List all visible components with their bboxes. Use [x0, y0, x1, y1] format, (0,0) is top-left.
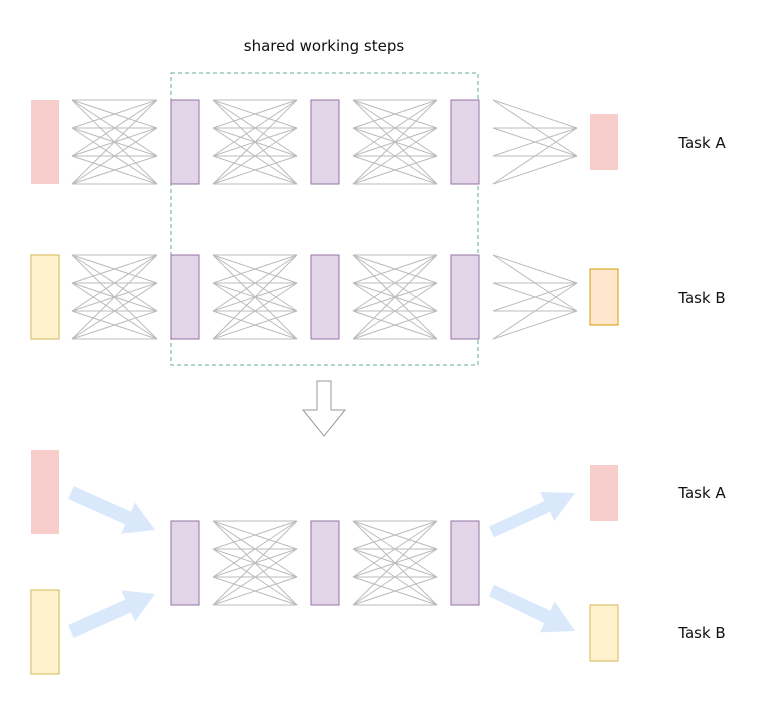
flow-arrow-task-b-in: [68, 590, 155, 638]
connection-line: [352, 576, 438, 606]
task-a-shared-step-1: [170, 99, 200, 185]
connection-line: [71, 155, 158, 185]
down-arrow-icon: [301, 380, 347, 437]
connection-line: [352, 282, 438, 340]
connection-line: [492, 282, 578, 340]
task-a-input-connections: [71, 99, 158, 185]
connection-line: [492, 155, 578, 185]
top-task-a-label: Task A: [677, 134, 726, 152]
merged-task-a-output-block: [590, 465, 618, 521]
task-a-shared-step-2: [310, 99, 340, 185]
connection-line: [71, 99, 158, 129]
connection-line: [492, 99, 578, 129]
merged-shared-step-1: [170, 520, 200, 606]
bottom-task-b-label: Task B: [677, 624, 725, 642]
connection-line: [212, 520, 298, 578]
task-b-output-connections: [492, 254, 578, 340]
flow-arrow-task-b-out: [488, 584, 575, 633]
connection-line: [212, 310, 298, 340]
connection-line: [352, 520, 438, 578]
merged-shared-step-3: [450, 520, 480, 606]
task-a-output-block: [590, 114, 618, 170]
connection-line: [212, 155, 298, 185]
connection-lines: [71, 99, 578, 606]
connection-line: [352, 99, 438, 185]
task-a-shared-connections-1: [212, 99, 298, 185]
task-b-input-connections: [71, 254, 158, 340]
connection-line: [352, 254, 438, 284]
flow-arrow-task-a-out: [489, 492, 575, 538]
connection-line: [352, 520, 438, 550]
task-b-shared-step-1: [170, 254, 200, 340]
task-b-output-block: [589, 268, 619, 326]
merged-task-b-output-block: [589, 604, 619, 662]
connection-line: [352, 155, 438, 185]
layer-blocks: [30, 99, 619, 675]
task-a-shared-connections-2: [352, 99, 438, 185]
connection-line: [212, 548, 298, 606]
connection-line: [212, 520, 298, 550]
connection-line: [71, 127, 158, 185]
connection-line: [492, 254, 578, 284]
task-b-input-block: [30, 254, 60, 340]
connection-line: [352, 127, 438, 185]
connection-line: [212, 282, 298, 340]
connection-line: [212, 99, 298, 185]
connection-line: [212, 254, 298, 340]
task-b-shared-step-3: [450, 254, 480, 340]
merged-shared-connections-1: [212, 520, 298, 606]
connection-line: [212, 576, 298, 606]
connection-line: [492, 282, 578, 312]
flow-arrow-task-a-in: [68, 486, 155, 534]
bottom-task-a-label: Task A: [677, 484, 726, 502]
task-a-output-connections: [492, 99, 578, 185]
connection-line: [212, 254, 298, 284]
connection-line: [71, 99, 158, 157]
connection-line: [352, 254, 438, 340]
shared-steps-dashed-box: [170, 72, 479, 366]
merged-task-a-input-block: [31, 450, 59, 534]
connection-line: [492, 127, 578, 157]
merged-shared-step-2: [310, 520, 340, 606]
task-a-input-block: [31, 100, 59, 184]
task-b-shared-connections-1: [212, 254, 298, 340]
shared-working-steps-label: shared working steps: [244, 37, 405, 55]
connection-line: [492, 127, 578, 185]
merged-task-b-input-block: [30, 589, 60, 675]
connection-line: [352, 548, 438, 606]
top-task-b-label: Task B: [677, 289, 725, 307]
task-a-shared-step-3: [450, 99, 480, 185]
task-b-shared-connections-2: [352, 254, 438, 340]
connection-line: [71, 254, 158, 284]
connection-line: [71, 99, 158, 185]
connection-line: [352, 99, 438, 129]
connection-line: [352, 520, 438, 606]
merged-shared-connections-2: [352, 520, 438, 606]
connection-line: [212, 127, 298, 185]
connection-line: [212, 99, 298, 157]
connection-line: [352, 310, 438, 340]
task-b-shared-step-2: [310, 254, 340, 340]
connection-line: [212, 254, 298, 312]
connection-line: [492, 310, 578, 340]
connection-line: [352, 99, 438, 157]
connection-line: [71, 254, 158, 312]
connection-line: [71, 282, 158, 340]
connection-line: [212, 99, 298, 129]
connection-line: [71, 310, 158, 340]
connection-line: [352, 254, 438, 312]
connection-line: [212, 520, 298, 606]
connection-line: [71, 254, 158, 340]
flow-arrows: [68, 486, 575, 638]
